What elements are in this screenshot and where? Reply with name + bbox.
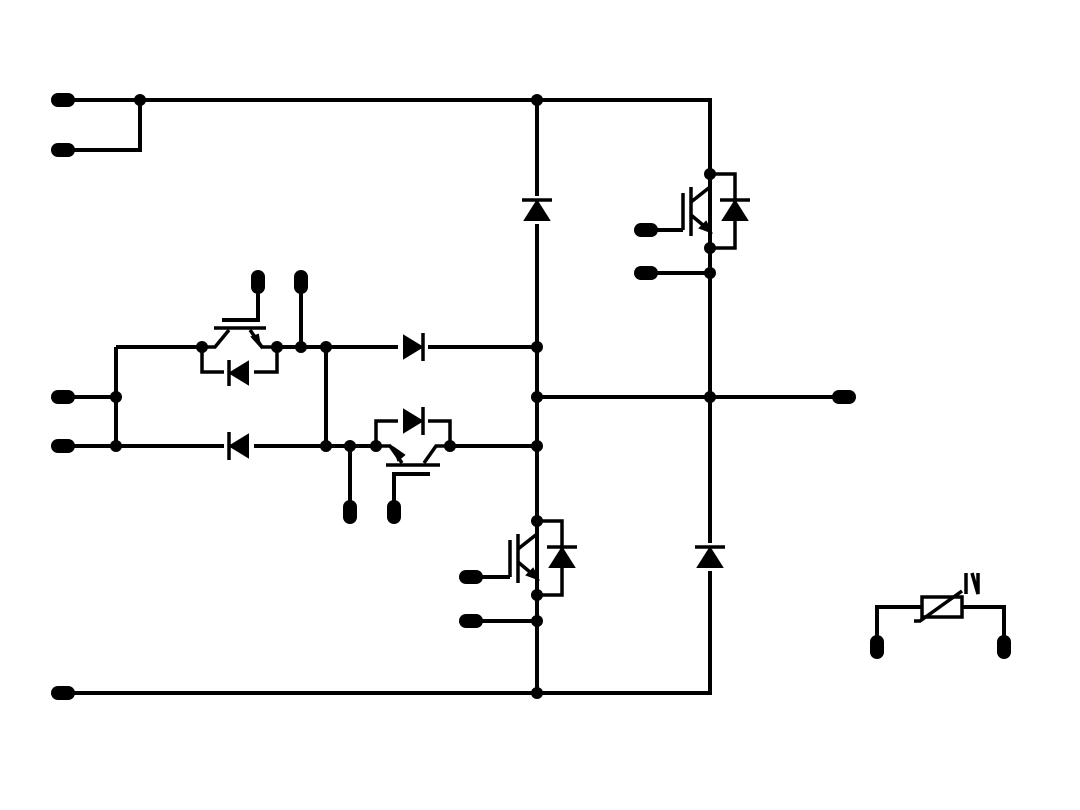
junction-dot	[531, 615, 543, 627]
junction-dot	[444, 440, 456, 452]
series-diode-upper	[398, 333, 428, 363]
junction-dot	[271, 341, 283, 353]
terminals	[51, 93, 1011, 700]
junction-dot	[134, 94, 146, 106]
igbt-top-right	[646, 172, 750, 250]
junction-dot	[704, 267, 716, 279]
upper-clamp-diode	[520, 196, 554, 224]
junction-dot	[531, 687, 543, 699]
junction-dot	[295, 341, 307, 353]
ntc-thermistor	[914, 572, 980, 623]
series-diode-lower	[224, 432, 254, 462]
junction-dot	[344, 440, 356, 452]
junction-dot	[320, 341, 332, 353]
junction-dot	[531, 94, 543, 106]
igbt-lower-bidir	[374, 407, 452, 512]
lower-clamp-diode	[693, 543, 727, 571]
junction-dot	[704, 168, 716, 180]
wire-top-stub	[62, 100, 142, 152]
junction-dot	[531, 515, 543, 527]
junction-dot	[110, 391, 122, 403]
junction-dot	[704, 242, 716, 254]
junction-dot	[704, 391, 716, 403]
junction-dot	[531, 341, 543, 353]
junction-dot	[196, 341, 208, 353]
junction-dots	[110, 94, 716, 699]
junction-dot	[531, 391, 543, 403]
igbt-bottom-middle	[471, 519, 577, 597]
igbt-upper-bidir	[200, 282, 279, 386]
junction-dot	[320, 440, 332, 452]
junction-dot	[110, 440, 122, 452]
wire-ntc-left	[875, 605, 922, 647]
junction-dot	[370, 440, 382, 452]
junction-dot	[531, 589, 543, 601]
junction-dot	[531, 440, 543, 452]
wire-ntc-right	[962, 605, 1006, 647]
